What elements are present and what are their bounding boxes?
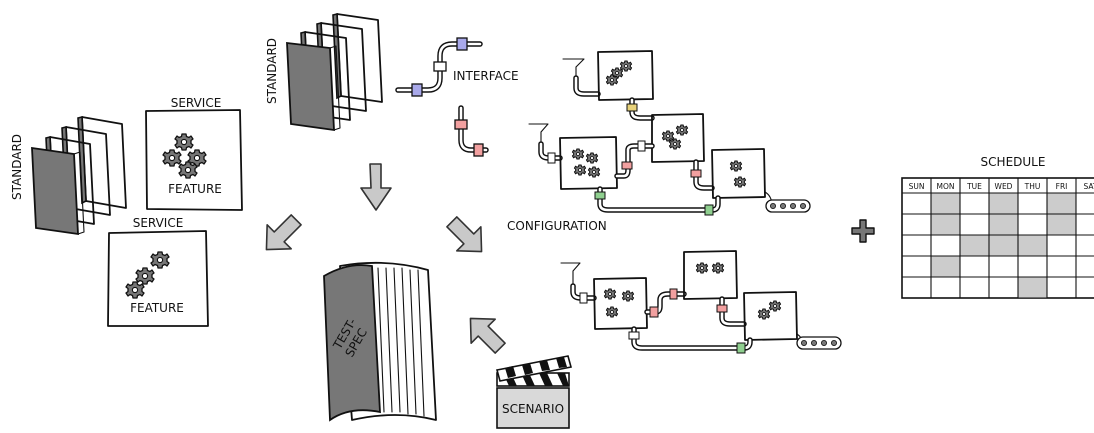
service-feature-box-top [145,109,243,211]
test-spec-book-icon [323,261,437,422]
service-top-label: SERVICE [171,96,222,110]
standard-top-label: STANDARD [265,38,279,104]
standard-books-top-icon [286,12,383,132]
plus-icon [851,219,875,243]
schedule-day-sat: SAT [1083,182,1094,191]
service-feature-box-bottom [107,230,209,327]
gear-icon [150,251,170,269]
gear-icon [178,161,198,179]
configuration-bottom-icon [560,250,842,354]
gear-icon [135,267,155,285]
feature-bottom-label: FEATURE [130,301,184,315]
schedule-cell-shaded [1018,235,1047,256]
schedule-cell-shaded [931,193,960,214]
scenario-label: SCENARIO [502,402,564,416]
schedule-day-wed: WED [995,182,1013,191]
schedule-day-thu: THU [1024,182,1041,191]
standard-left-label: STANDARD [10,134,24,200]
configuration-top-icon [528,50,811,216]
schedule-label: SCHEDULE [981,155,1046,169]
arrow-from-service-icon [265,214,302,251]
schedule-cell-shaded [931,256,960,277]
schedule-cell-shaded [931,214,960,235]
gear-icon [125,281,145,299]
configuration-label: CONFIGURATION [507,219,607,233]
schedule-day-fri: FRI [1056,182,1068,191]
schedule-day-sun: SUN [909,182,925,191]
schedule-day-mon: MON [937,182,955,191]
schedule-cell-shaded [960,235,989,256]
schedule-cell-shaded [1047,214,1076,235]
gear-icon [174,133,194,151]
scenario-clapperboard-icon [496,355,572,429]
interface-pipe-small-icon [454,105,489,157]
schedule-cell-shaded [1047,193,1076,214]
interface-label: INTERFACE [453,69,519,83]
interface-pipe-icon [395,37,483,97]
schedule-cell-shaded [989,214,1018,235]
schedule-calendar: SUN MON TUE WED THU FRI SAT [901,177,1094,299]
standard-books-left-icon [31,115,127,236]
schedule-day-tue: TUE [966,182,982,191]
arrow-from-configuration-icon [446,216,483,253]
schedule-cell-shaded [989,235,1018,256]
feature-top-label: FEATURE [168,182,222,196]
arrow-from-scenario-icon [469,317,506,354]
arrow-down-icon [360,163,392,211]
schedule-cell-shaded [989,193,1018,214]
gear-icon [162,149,182,167]
schedule-cell-shaded [1018,277,1047,298]
service-bottom-label: SERVICE [133,216,184,230]
